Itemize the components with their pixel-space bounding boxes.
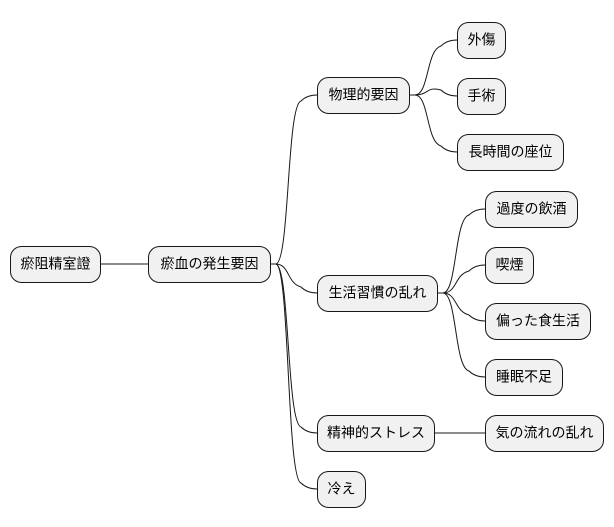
edge-physical-sitting <box>409 94 458 153</box>
node-label-stress: 精神的ストレス <box>327 426 425 442</box>
edge-lifestyle-sleep <box>437 292 486 378</box>
node-box-surgery <box>457 78 506 115</box>
node-cold: 冷え <box>317 471 366 508</box>
node-label-surgery: 手術 <box>468 89 496 105</box>
node-label-qi: 気の流れの乱れ <box>496 426 594 442</box>
node-qi: 気の流れの乱れ <box>485 415 604 452</box>
edge-cause-physical <box>270 94 318 265</box>
edge-physical-trauma <box>409 39 458 96</box>
node-label-sleep: 睡眠不足 <box>496 370 552 386</box>
edge-physical-surgery <box>409 88 458 97</box>
node-box-cold <box>317 471 366 508</box>
edge-cause-stress <box>270 263 318 434</box>
node-label-trauma: 外傷 <box>468 33 496 49</box>
node-surgery: 手術 <box>457 78 506 115</box>
node-label-smoking: 喫煙 <box>496 258 524 274</box>
node-label-lifestyle: 生活習慣の乱れ <box>329 285 427 302</box>
node-drinking: 過度の飲酒 <box>485 191 578 228</box>
node-lifestyle: 生活習慣の乱れ <box>317 275 438 312</box>
node-sitting: 長時間の座位 <box>457 134 564 171</box>
node-label-root: 瘀阻精室證 <box>21 256 91 273</box>
node-box-smoking <box>485 247 534 284</box>
node-box-stress <box>317 415 435 452</box>
node-box-qi <box>485 415 604 452</box>
node-trauma: 外傷 <box>457 22 506 59</box>
node-sleep: 睡眠不足 <box>485 359 563 396</box>
edge-lifestyle-smoking <box>437 264 486 294</box>
edge-cause-lifestyle <box>270 263 318 294</box>
node-box-trauma <box>457 22 506 59</box>
node-stress: 精神的ストレス <box>317 415 435 452</box>
mindmap-edges <box>100 39 486 490</box>
node-box-physical <box>317 77 410 114</box>
node-cause: 瘀血の発生要因 <box>148 246 271 283</box>
node-label-physical: 物理的要因 <box>329 88 399 104</box>
node-box-diet <box>485 303 591 340</box>
node-box-sitting <box>457 134 564 171</box>
edge-lifestyle-diet <box>437 292 486 322</box>
node-box-cause <box>148 246 271 283</box>
node-label-sitting: 長時間の座位 <box>469 145 553 161</box>
node-root: 瘀阻精室證 <box>10 246 101 283</box>
node-label-cause: 瘀血の発生要因 <box>161 256 259 273</box>
node-physical: 物理的要因 <box>317 77 410 114</box>
node-box-root <box>10 246 101 283</box>
node-diet: 偏った食生活 <box>485 303 591 340</box>
node-label-diet: 偏った食生活 <box>496 313 580 330</box>
node-label-drinking: 過度の飲酒 <box>497 202 567 218</box>
node-smoking: 喫煙 <box>485 247 534 284</box>
node-box-sleep <box>485 359 563 396</box>
node-box-lifestyle <box>317 275 438 312</box>
edge-lifestyle-drinking <box>437 208 486 294</box>
node-label-cold: 冷え <box>328 482 356 498</box>
edge-cause-cold <box>270 263 318 490</box>
node-box-drinking <box>485 191 578 228</box>
